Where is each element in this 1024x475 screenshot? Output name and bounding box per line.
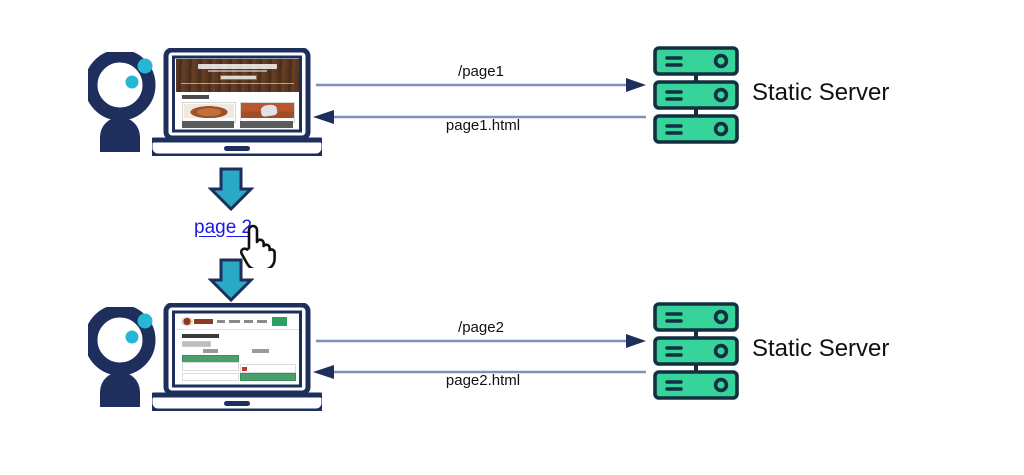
screen-page-heading <box>182 333 220 339</box>
screen-caption-left <box>182 121 234 128</box>
screen-nav-item-2 <box>228 319 240 323</box>
server-stack-icon <box>653 45 739 145</box>
laptop-screen-page2 <box>176 314 299 384</box>
screen-table-row-3 <box>182 372 240 382</box>
screen-caption-right <box>239 121 293 128</box>
screen-nav-item-4 <box>257 319 267 323</box>
screen-hero-button <box>220 74 257 81</box>
screen-col-header-2 <box>252 349 270 353</box>
response-arrow-page2 <box>313 365 646 379</box>
request-arrow-page1 <box>316 78 646 92</box>
screen-nav-item-1 <box>216 319 226 323</box>
laptop-screen-page1 <box>176 59 299 129</box>
down-arrow-icon-top <box>207 167 255 216</box>
screen-hero-subtitle <box>207 70 268 73</box>
server-stack-icon-2 <box>653 301 739 401</box>
response-arrow-page1 <box>313 110 646 124</box>
response-label-page2: page2.html <box>445 372 521 389</box>
screen-divider <box>180 82 295 84</box>
response-label-page1: page1.html <box>445 117 521 134</box>
screen-hero-banner <box>176 59 299 92</box>
request-label-page1: /page1 <box>458 63 504 80</box>
screen-card-left <box>182 102 236 123</box>
laptop-icon <box>147 47 327 159</box>
screen-site-logo <box>180 316 194 327</box>
screen-nav-item-3 <box>243 319 254 323</box>
screen-section-title <box>182 95 210 99</box>
screen-table-row-5 <box>239 372 297 382</box>
screen-table-row-2 <box>182 362 240 371</box>
screen-table-row-4 <box>239 364 297 373</box>
screen-thumbnail-a <box>184 104 234 118</box>
hand-pointer-cursor <box>238 222 276 271</box>
down-arrow-icon-bottom <box>207 258 255 307</box>
laptop-icon-2 <box>147 302 327 414</box>
screen-hero-title <box>198 64 277 69</box>
screen-navbar <box>176 314 299 331</box>
screen-col-header-1 <box>203 349 218 353</box>
screen-thumbnail-b <box>240 103 294 118</box>
screen-filter-select <box>182 341 212 347</box>
page-2-link[interactable]: page 2 <box>194 217 253 238</box>
server-label-page2: Static Server <box>752 335 890 362</box>
screen-card-right <box>239 102 295 123</box>
user-avatar-icon-2 <box>84 304 162 407</box>
user-avatar-icon <box>84 49 162 152</box>
request-label-page2: /page2 <box>458 319 504 336</box>
request-arrow-page2 <box>316 334 646 348</box>
server-label-page1: Static Server <box>752 79 890 106</box>
screen-brand-text <box>194 319 213 324</box>
screen-nav-cta <box>271 317 287 326</box>
